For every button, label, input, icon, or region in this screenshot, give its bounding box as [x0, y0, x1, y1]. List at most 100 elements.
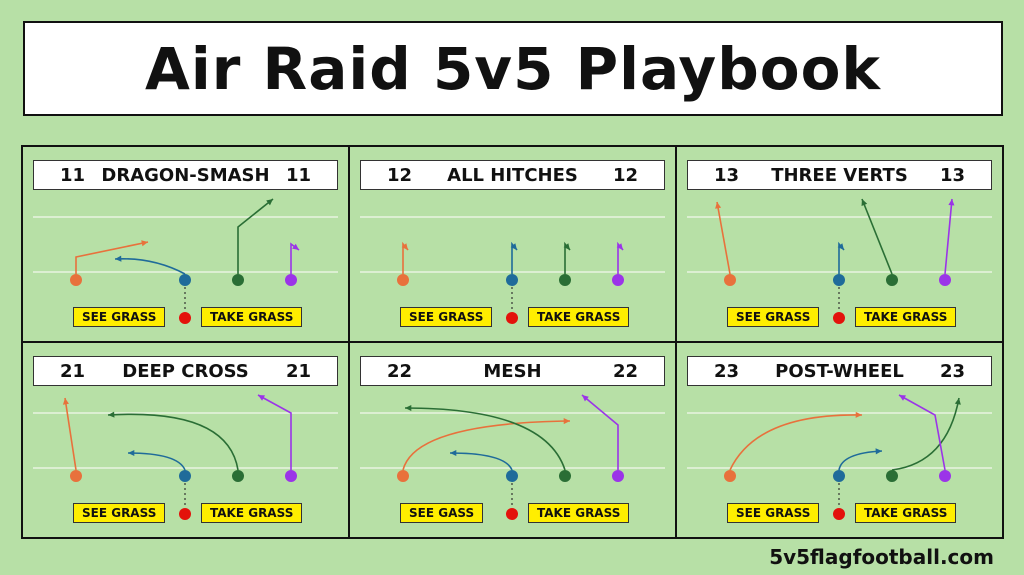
arrow-head [875, 448, 882, 455]
play-card-12: 12 ALL HITCHES 12 SEE GRASS TAKE GRASS [350, 147, 675, 341]
route-line [402, 420, 571, 471]
center-blue-marker [833, 470, 845, 482]
arrow-head [616, 243, 623, 250]
play-number-right: 21 [285, 360, 311, 382]
receiver-purple-marker [285, 274, 297, 286]
receiver-orange-marker [724, 274, 736, 286]
center-blue-marker [833, 274, 845, 286]
receiver-orange-marker [397, 470, 409, 482]
receiver-orange-marker [70, 470, 82, 482]
route-line [838, 450, 883, 471]
arrow-head [292, 243, 299, 250]
arrow-head [141, 240, 148, 247]
arrow-head [266, 199, 273, 206]
arrow-head [715, 202, 722, 209]
play-diagram [33, 394, 338, 520]
play-card-13: 13 THREE VERTS 13 SEE GRASS TAKE GRASS [677, 147, 1002, 341]
play-diagram [687, 198, 992, 324]
arrow-head [115, 255, 122, 262]
play-number-left: 23 [714, 360, 740, 382]
receiver-purple-marker [285, 470, 297, 482]
arrow-head [899, 395, 906, 401]
quarterback-marker [833, 508, 845, 520]
quarterback-marker [179, 312, 191, 324]
receiver-purple-marker [612, 274, 624, 286]
receiver-green-marker [232, 470, 244, 482]
quarterback-marker [506, 508, 518, 520]
play-name: THREE VERTS [771, 164, 908, 186]
receiver-green-marker [232, 274, 244, 286]
arrow-head [108, 411, 115, 418]
play-name: DRAGON-SMASH [101, 164, 270, 186]
route-line [944, 198, 953, 275]
arrow-head [563, 243, 570, 250]
quarterback-marker [179, 508, 191, 520]
route-line [64, 397, 77, 471]
play-number-right: 13 [939, 164, 965, 186]
arrow-head [450, 449, 457, 457]
play-number-left: 12 [387, 164, 413, 186]
take-grass-label: TAKE GRASS [855, 307, 957, 327]
route-line [449, 452, 513, 471]
play-number-left: 13 [714, 164, 740, 186]
arrow-head [948, 199, 955, 206]
arrow-head [258, 395, 265, 401]
arrow-head [128, 449, 135, 457]
play-diagram [360, 216, 665, 324]
play-number-right: 12 [612, 164, 638, 186]
play-header: 11 DRAGON-SMASH 11 [33, 160, 338, 190]
arrow-head [861, 199, 868, 206]
route-line [257, 394, 292, 470]
see-grass-label: SEE GRASS [727, 503, 820, 523]
receiver-green-marker [559, 274, 571, 286]
center-blue-marker [506, 274, 518, 286]
route-line [114, 257, 186, 275]
receiver-purple-marker [612, 470, 624, 482]
title-banner: Air Raid 5v5 Playbook [23, 21, 1003, 116]
route-line [75, 241, 149, 274]
route-line [861, 198, 893, 275]
receiver-purple-marker [939, 470, 951, 482]
take-grass-label: TAKE GRASS [855, 503, 957, 523]
see-grass-label: SEE GRASS [73, 307, 166, 327]
play-diagram [360, 394, 665, 520]
quarterback-marker [506, 312, 518, 324]
see-grass-label: SEE GRASS [400, 307, 493, 327]
receiver-purple-marker [939, 274, 951, 286]
play-card-23: 23 POST-WHEEL 23 SEE GRASS TAKE GRASS [677, 343, 1002, 537]
take-grass-label: TAKE GRASS [528, 503, 630, 523]
center-blue-marker [506, 470, 518, 482]
play-header: 12 ALL HITCHES 12 [360, 160, 665, 190]
play-name: ALL HITCHES [447, 164, 578, 186]
route-line [898, 394, 946, 471]
playbook-grid: 11 DRAGON-SMASH 11 SEE GRASS TAKE GRASS … [21, 145, 1004, 539]
play-number-right: 22 [612, 360, 638, 382]
route-line [404, 407, 566, 471]
receiver-orange-marker [724, 470, 736, 482]
receiver-green-marker [886, 274, 898, 286]
receiver-green-marker [886, 470, 898, 482]
receiver-orange-marker [397, 274, 409, 286]
route-line [581, 394, 619, 470]
arrow-head [401, 243, 408, 250]
route-line [127, 452, 186, 471]
route-line [107, 413, 239, 471]
play-number-left: 21 [60, 360, 86, 382]
play-number-left: 11 [60, 164, 86, 186]
play-card-22: 22 MESH 22 SEE GASS TAKE GRASS [350, 343, 675, 537]
play-number-left: 22 [387, 360, 413, 382]
arrow-head [62, 398, 69, 405]
arrow-head [954, 398, 961, 405]
play-number-right: 23 [939, 360, 965, 382]
take-grass-label: TAKE GRASS [201, 503, 303, 523]
play-number-right: 11 [285, 164, 311, 186]
site-credit: 5v5flagfootball.com [769, 545, 994, 569]
play-header: 23 POST-WHEEL 23 [687, 356, 992, 386]
play-name: DEEP CROSS [122, 360, 249, 382]
take-grass-label: TAKE GRASS [528, 307, 630, 327]
route-line [729, 414, 863, 471]
center-blue-marker [179, 470, 191, 482]
receiver-orange-marker [70, 274, 82, 286]
arrow-head [563, 418, 570, 425]
play-diagram [33, 198, 338, 324]
